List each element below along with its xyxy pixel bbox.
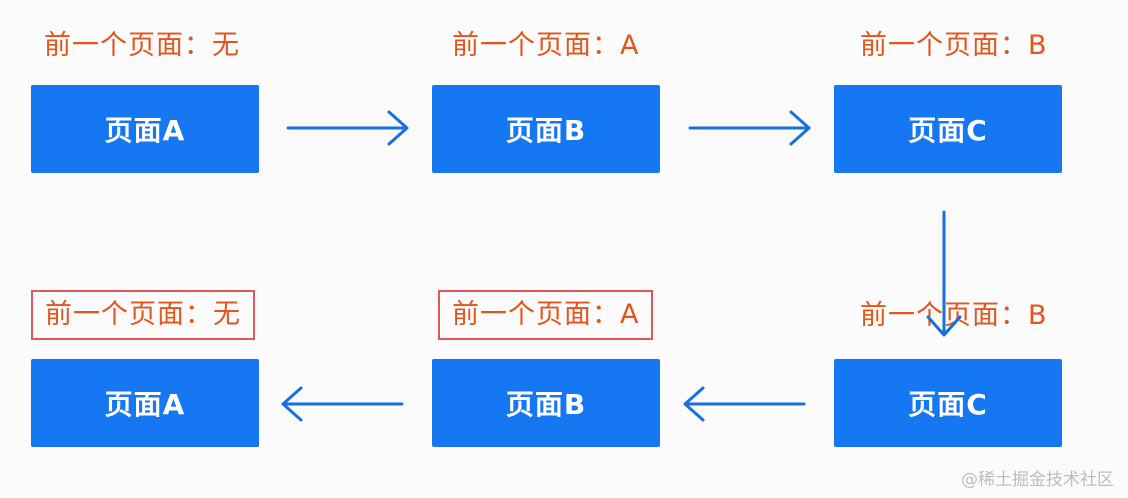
top-page-c-box: 页面C [834, 85, 1062, 173]
bottom-page-a-prev-label: 前一个页面：无 [31, 290, 255, 340]
bottom-page-c-box: 页面C [834, 359, 1062, 447]
bottom-page-b-prev-label: 前一个页面：A [438, 290, 654, 340]
top-page-b-box: 页面B [432, 85, 660, 173]
watermark: @稀土掘金技术社区 [961, 470, 1114, 490]
arrow-top-a-to-b [286, 110, 409, 146]
top-page-c-prev-label: 前一个页面：B [860, 30, 1048, 61]
top-page-a-prev-label: 前一个页面：无 [44, 30, 240, 61]
top-page-a-box: 页面A [31, 85, 259, 173]
top-page-b-prev-label: 前一个页面：A [452, 30, 640, 61]
bottom-page-a-box: 页面A [31, 359, 259, 447]
arrow-bottom-b-to-a [281, 386, 404, 422]
arrow-bottom-c-to-b [683, 386, 806, 422]
bottom-page-b-box: 页面B [432, 359, 660, 447]
arrow-top-b-to-c [688, 110, 811, 146]
bottom-page-c-prev-label: 前一个页面：B [860, 300, 1048, 331]
